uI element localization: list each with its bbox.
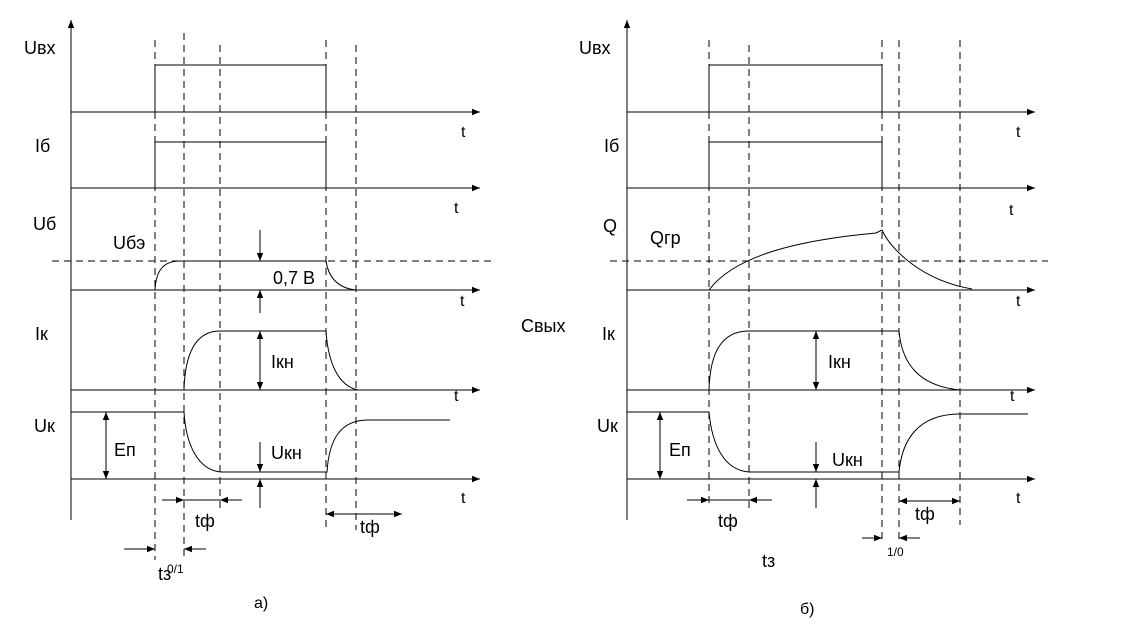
panel-a-t-label-5: t: [461, 490, 466, 507]
panel-b-tf-rise-label: tф: [718, 511, 738, 531]
panel-a-dashed-lines: [52, 33, 492, 560]
panel-b-t-label-1: t: [1016, 124, 1021, 141]
panel-b-ikn-label: Iкн: [828, 352, 851, 372]
panel-a-uvx-label: Uвх: [24, 38, 56, 58]
panel-a-tf-fall-label: tф: [360, 517, 380, 537]
panel-b-q-label: Q: [603, 216, 617, 236]
panel-b-q-curve: [708, 229, 973, 291]
panel-b-dashed-lines: [610, 40, 1048, 540]
panel-a-ukn-label: Uкн: [271, 443, 302, 463]
panel-b-cvyx-label: Cвых: [521, 316, 566, 336]
panel-a-ub-label: Uб: [33, 214, 56, 234]
panel-a-ep-label: Eп: [114, 440, 136, 460]
panel-b-t-label-3: t: [1016, 293, 1021, 310]
panel-b-caption: б): [800, 601, 815, 618]
panel-b-uvx-label: Uвх: [579, 38, 611, 58]
panel-a-labels: Uвх Iб Uб Uбэ 0,7 В Iк Iкн Uк Eп Uкн t t…: [24, 38, 466, 612]
panel-a-t-label-3: t: [460, 293, 465, 310]
panel-a-t-label-4: t: [454, 388, 459, 405]
panel-a-uk-curve: [71, 411, 450, 473]
panel-a-ib-pulse: [154, 141, 327, 188]
panel-a-07v-label: 0,7 В: [273, 268, 315, 288]
panel-b-tz-label: tз: [762, 551, 775, 571]
panel-a-t-label-1: t: [461, 124, 466, 141]
panel-a-01-label: 0/1: [167, 562, 184, 576]
panel-b-labels: Uвх Iб Q Qгр Cвых Iк Iкн Uк Eп Uкн t t t…: [521, 38, 1021, 618]
panel-b-ep-label: Eп: [669, 440, 691, 460]
panel-a-uk-label: Uк: [34, 416, 55, 436]
panel-b-ib-label: Iб: [604, 136, 619, 156]
panel-a: [52, 20, 492, 560]
panel-a-ube-label: Uбэ: [113, 233, 145, 253]
panel-a-tf-rise-label: tф: [195, 511, 215, 531]
panel-a-tz-label: tз: [158, 564, 171, 584]
panel-a-t-label-2: t: [454, 200, 459, 217]
panel-b-ib-pulse: [708, 141, 883, 188]
panel-a-ikn-label: Iкн: [271, 352, 294, 372]
panel-b: [610, 20, 1048, 542]
panel-a-ib-label: Iб: [35, 136, 50, 156]
panel-a-uvx-pulse: [154, 64, 327, 112]
panel-b-uk-label: Uк: [597, 416, 618, 436]
panel-b-t-label-4: t: [1010, 388, 1015, 405]
panel-b-t-label-5: t: [1016, 490, 1021, 507]
panel-a-ik-label: Iк: [35, 324, 48, 344]
panel-b-ukn-label: Uкн: [832, 450, 863, 470]
panel-a-ub-curve: [154, 260, 357, 291]
panel-b-qgr-label: Qгр: [650, 228, 681, 248]
panel-a-ik-curve: [183, 330, 359, 391]
panel-b-tf-fall-label: tф: [915, 504, 935, 524]
panel-b-ik-label: Iк: [602, 324, 615, 344]
panel-a-caption: а): [254, 595, 268, 612]
panel-b-uvx-pulse: [708, 64, 883, 112]
panel-b-10-label: 1/0: [887, 545, 904, 559]
panel-b-t-label-2: t: [1009, 202, 1014, 219]
